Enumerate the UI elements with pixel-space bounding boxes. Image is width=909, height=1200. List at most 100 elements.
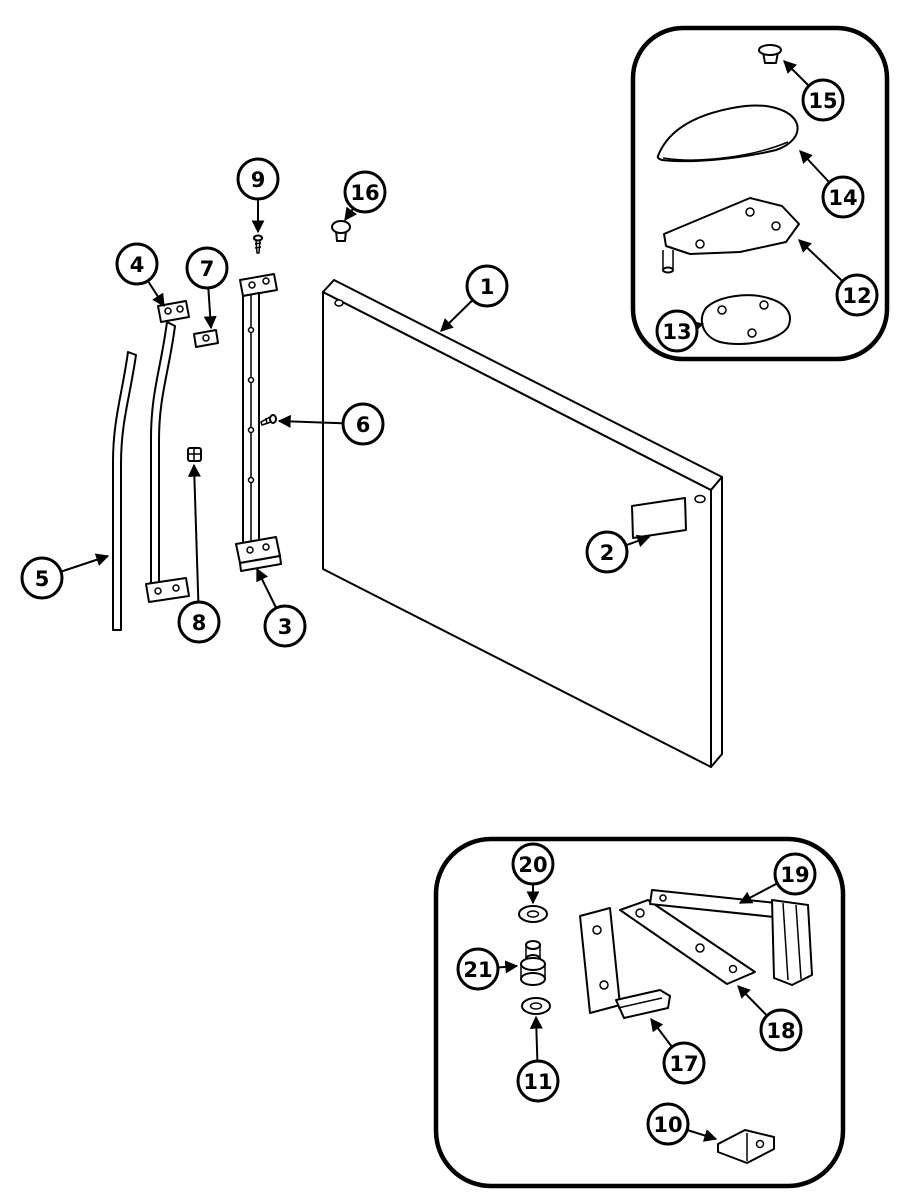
callouts: 1 2 3 4 5 6 7 [20,60,879,1146]
callout-circle [662,1041,706,1085]
callout-number: 5 [35,567,50,591]
callout-circle [236,157,280,201]
callout-circle [801,78,845,122]
callout-11: 11 [516,1015,560,1103]
clip-nut [187,447,202,462]
door-hole-top-left [334,299,344,307]
bracket-hole [176,305,184,313]
hinge-stud [520,940,546,986]
hinge-bar [649,889,813,986]
callout-14: 14 [799,150,865,219]
callout-number: 8 [192,611,207,635]
hinge-pin [662,250,674,274]
callout-number: 14 [828,186,857,210]
foot-hole [154,587,162,595]
callout-number: 17 [669,1052,698,1076]
inset-border [433,836,846,1189]
callout-number: 13 [662,320,691,344]
callout-circle [821,175,865,219]
door-hole-top-right [694,494,706,504]
door-stop-bracket [717,1129,775,1164]
callout-circle [263,604,307,648]
strip-foot-bracket [145,577,190,603]
callout-19: 19 [738,852,817,904]
callout-number: 6 [356,413,371,437]
callout-circle [20,556,64,600]
callout-4: 4 [115,242,165,308]
channel-foot-lip [239,555,282,572]
callout-18: 18 [737,985,803,1052]
top-hinge-inset [630,25,890,362]
callout-circle [585,530,629,574]
callout-17: 17 [650,1017,706,1085]
callout-8: 8 [177,463,221,644]
callout-number: 9 [251,168,266,192]
callout-number: 3 [278,615,293,639]
callout-16: 16 [343,170,387,222]
callout-circle [343,170,387,214]
callout-number: 16 [350,181,379,205]
callout-circle [516,1059,560,1103]
callout-circle [511,842,555,886]
callout-2: 2 [585,530,651,574]
callout-6: 6 [277,402,385,446]
channel-strip [235,273,282,572]
callout-number: 20 [518,853,547,877]
callout-9: 9 [236,157,280,234]
callout-circle [115,242,159,286]
lower-hinge-plate [619,899,756,985]
callout-number: 19 [780,863,809,887]
callout-number: 10 [653,1113,682,1137]
foot-hole [172,584,180,592]
left-trim-parts [112,220,351,631]
callout-circle [456,947,500,991]
callout-12: 12 [798,239,879,317]
hinge-cover [656,104,799,163]
callout-circle [835,273,879,317]
top-hinge-plate [662,197,800,274]
callout-number: 2 [600,541,615,565]
callout-1: 1 [440,264,509,332]
hinge-hole-plug [758,44,782,64]
callout-15: 15 [783,60,845,122]
screw-top [253,234,263,254]
callout-number: 21 [463,958,492,982]
callout-number: 12 [842,284,871,308]
callout-number: 11 [523,1070,552,1094]
callout-circle [465,264,509,308]
callout-circle [655,309,699,353]
callout-number: 15 [808,89,837,113]
callout-5: 5 [20,553,110,600]
callout-circle [646,1102,690,1146]
callout-21: 21 [456,947,519,991]
callout-10: 10 [646,1102,718,1146]
callout-circle [759,1008,803,1052]
hinge-shim-plate [700,294,791,346]
button-plug [331,220,351,242]
inset-border [630,25,890,362]
washer-lower [521,997,551,1015]
callout-number: 7 [200,257,215,281]
lower-hinge-bracket [579,907,671,1019]
callout-circle [773,852,817,896]
callout-number: 4 [130,253,145,277]
callout-number: 1 [480,275,495,299]
bracket-hole [164,307,172,315]
trim-strip-middle [150,321,176,601]
callout-number: 18 [766,1019,795,1043]
callout-circle [185,246,229,290]
trim-strip-outer [112,351,137,631]
door-right-face [710,476,723,768]
plate-hole [202,334,210,342]
callout-20: 20 [511,842,555,905]
callout-circle [177,600,221,644]
callout-13: 13 [655,309,705,353]
callout-7: 7 [185,246,229,330]
bottom-hinge-inset [433,836,846,1189]
door-panel-assembly [322,279,723,768]
callout-circle [341,402,385,446]
screw-side [260,414,277,426]
washer-upper [518,905,548,923]
